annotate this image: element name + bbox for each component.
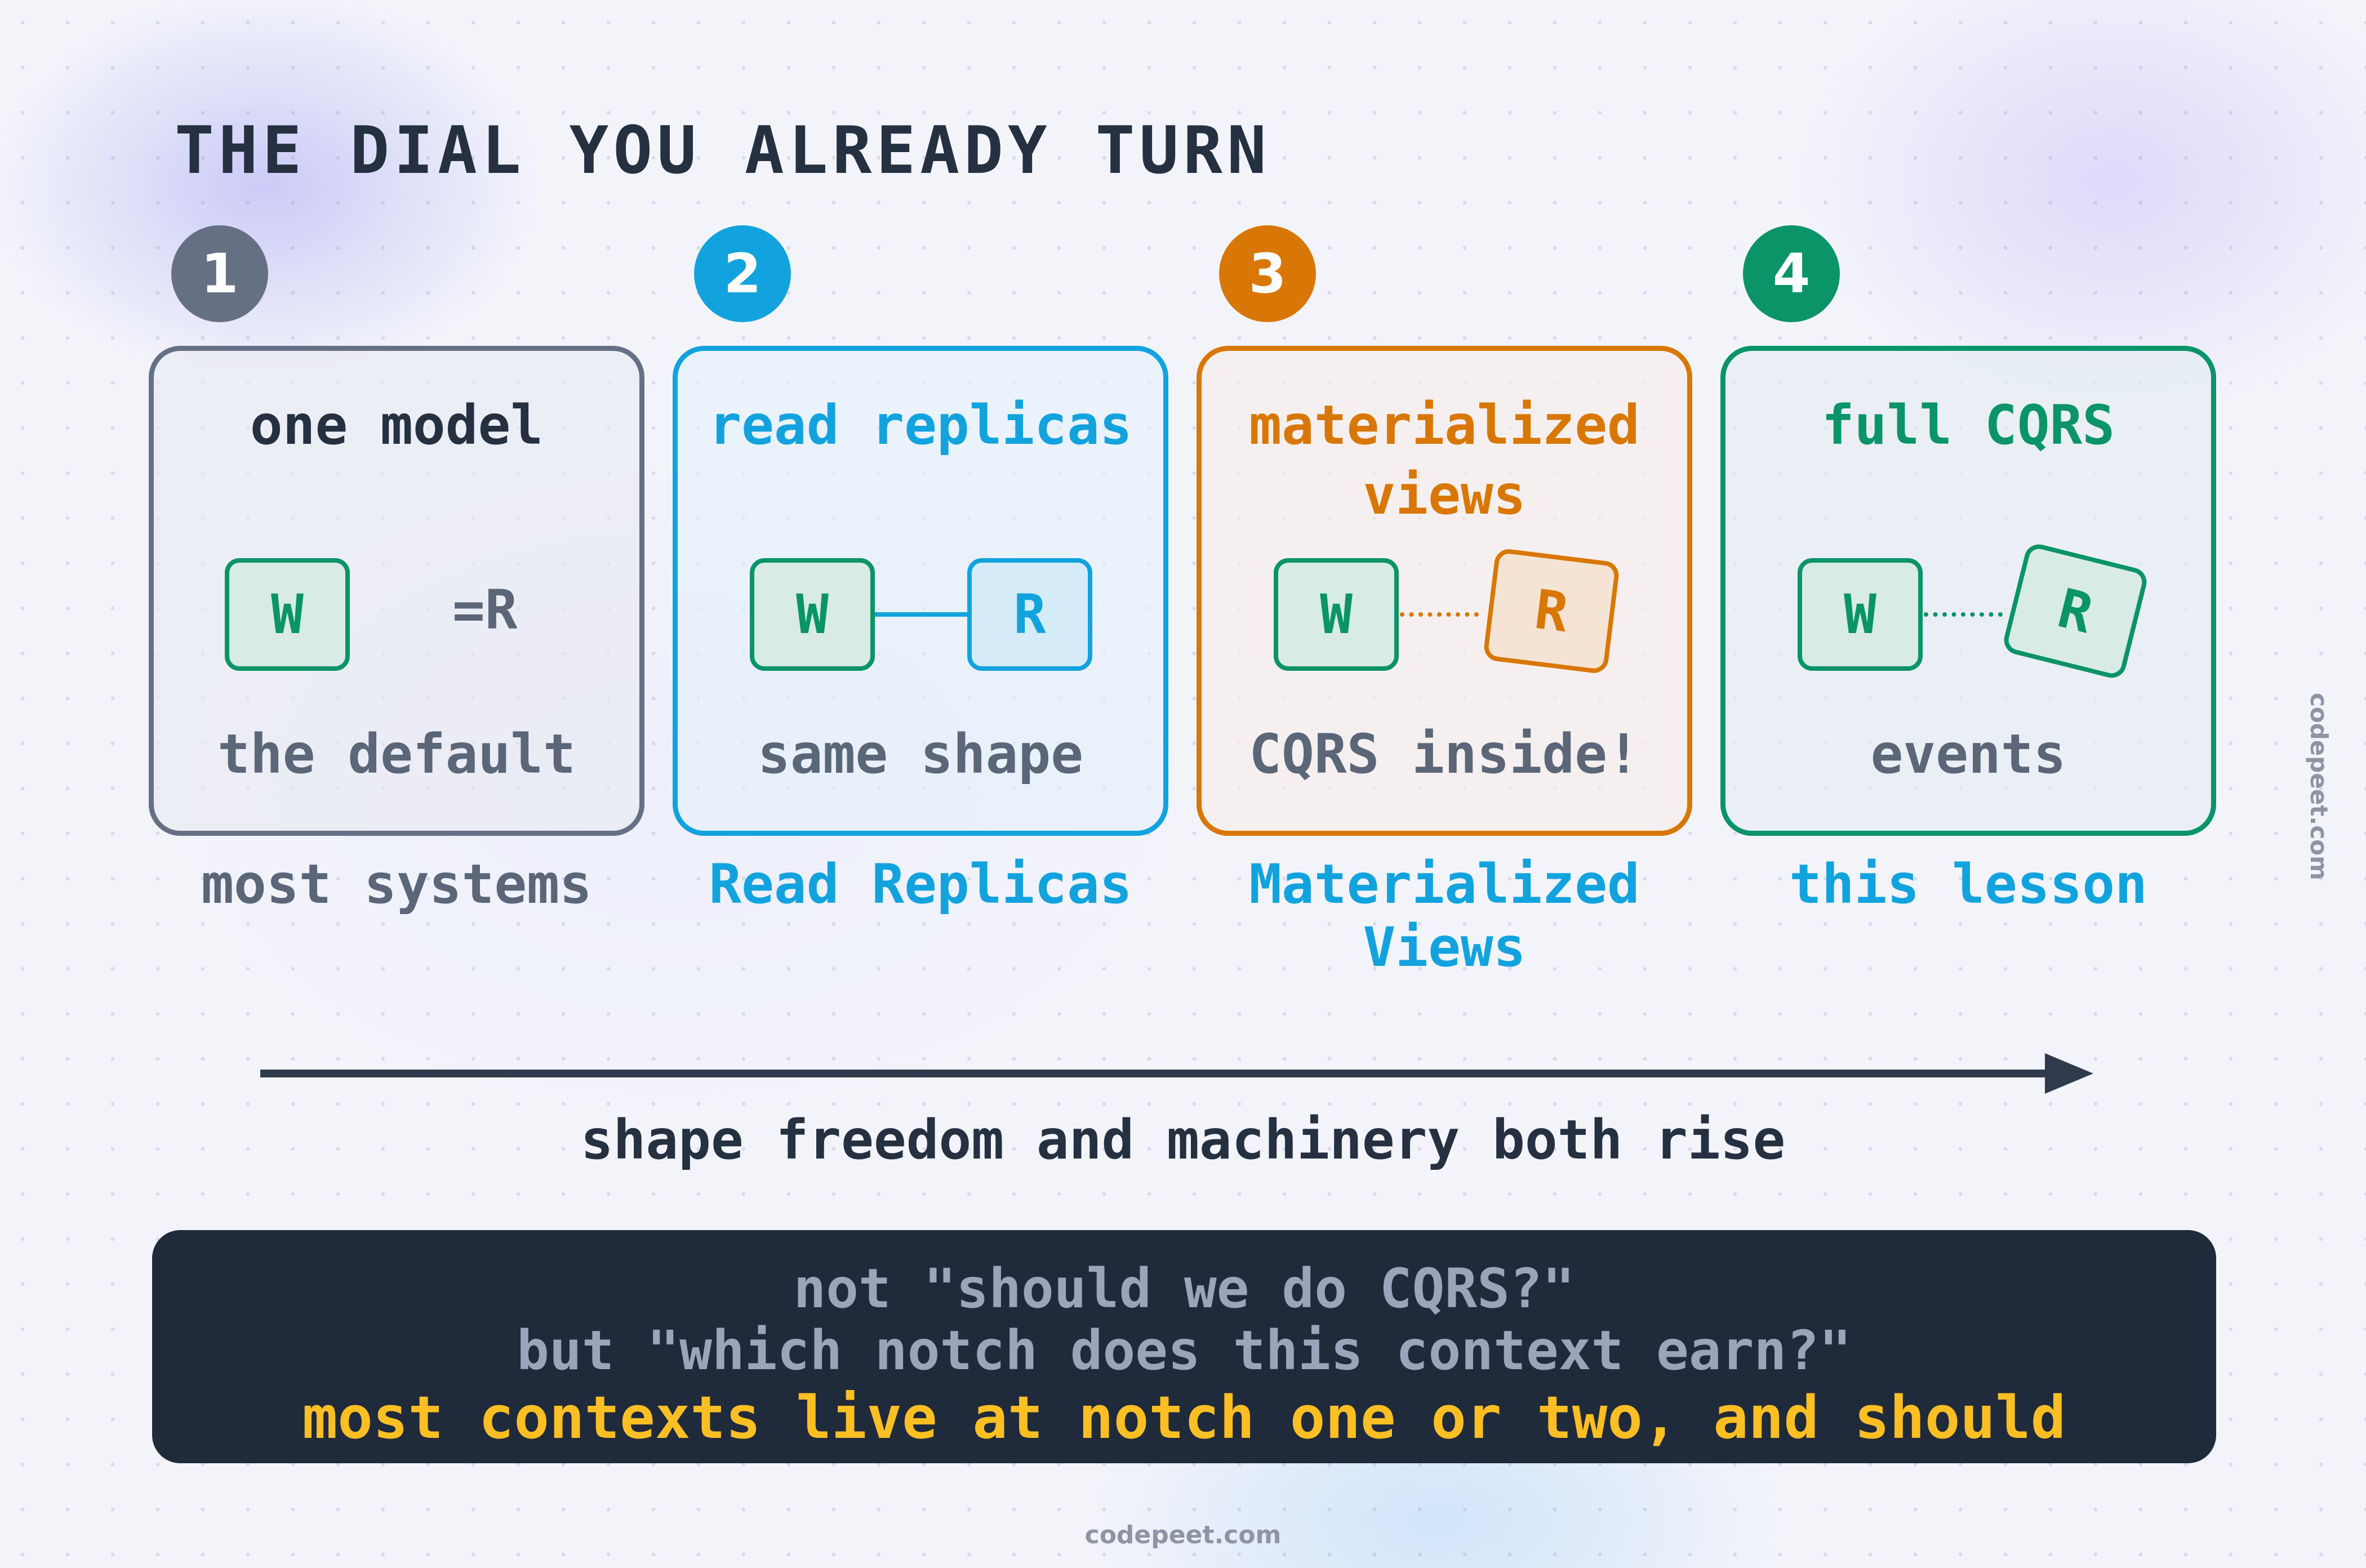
notch-4-number: 4 [1772,242,1811,305]
notch-3-title: materialized views [1202,390,1687,530]
notch-4-write-node: W [1798,558,1923,671]
takeaway-line-3: most contexts live at notch one or two, … [302,1383,2066,1452]
notch-4-write-label: W [1844,583,1876,646]
notch-3-badge: 3 [1219,225,1316,322]
takeaway-line-2: but "which notch does this context earn?… [517,1319,1852,1382]
takeaway-box: not "should we do CQRS?" but "which notc… [152,1230,2216,1463]
notch-1-bottom-label: the default [217,723,576,786]
notch-3-write-node: W [1274,558,1399,671]
notch-2-title: read replicas [709,394,1132,457]
notch-3-write-label: W [1320,583,1353,646]
notch-2-bottom-label: same shape [758,723,1083,786]
notch-3-caption-line2: Views [1363,916,1526,979]
notch-2-number: 2 [723,242,762,305]
notch-4-caption: this lesson [1789,853,2147,916]
notch-1-write-label: W [271,583,304,646]
watermark-bottom: codepeet.com [1084,1521,1282,1549]
axis-label: shape freedom and machinery both rise [580,1108,1786,1171]
notch-2-badge: 2 [694,225,791,322]
notch-4-card: full CQRS W R events [1720,346,2216,836]
notch-2-read-node: R [967,558,1092,671]
notch-3-number: 3 [1248,242,1287,305]
notch-1-card: one model W =R the default [149,346,644,836]
notch-1-read-equals: =R [452,578,518,642]
notch-3-projection-link [1400,612,1479,617]
notch-2-card: read replicas W R same shape [673,346,1168,836]
notch-1-write-node: W [225,558,350,671]
notch-2-replica-link [875,612,968,617]
notch-2-caption: Read Replicas [709,853,1132,916]
diagram-title: THE DIAL YOU ALREADY TURN [175,113,1271,189]
notch-3-caption: Materialized Views [1197,853,1692,979]
notch-3-title-line2: views [1363,464,1526,527]
progression-arrow-head [2045,1053,2093,1094]
notch-1-number: 1 [201,242,239,305]
notch-3-caption-line1: Materialized [1249,853,1640,916]
notch-2-write-node: W [750,558,875,671]
notch-3-title-line1: materialized [1249,394,1640,457]
notch-1-title: one model [250,394,544,457]
notch-3-card: materialized views W R CQRS inside! [1197,346,1692,836]
notch-2-write-label: W [796,583,829,646]
notch-4-bottom-label: events [1870,723,2066,786]
notch-1-caption: most systems [201,853,592,916]
watermark-side: codepeet.com [2305,693,2333,880]
notch-1-badge: 1 [171,225,268,322]
notch-4-event-link [1924,612,2003,617]
takeaway-line-1: not "should we do CQRS?" [793,1257,1575,1320]
notch-2-read-label: R [1013,583,1046,646]
notch-3-bottom-label: CQRS inside! [1249,723,1640,786]
notch-4-badge: 4 [1743,225,1840,322]
notch-4-title: full CQRS [1821,394,2115,457]
